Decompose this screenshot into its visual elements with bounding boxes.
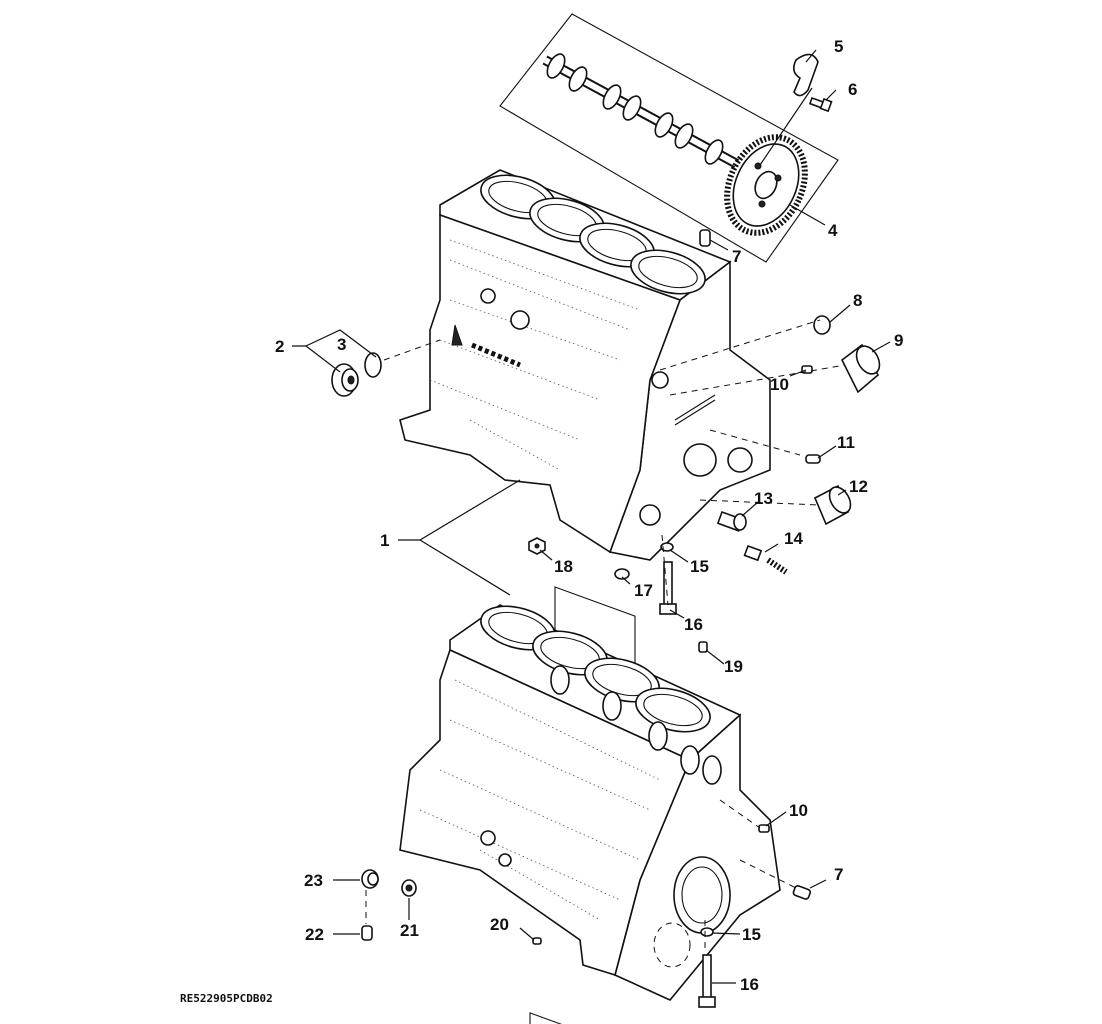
callout-4: 4 (828, 221, 838, 240)
fitting-14 (743, 544, 788, 575)
callout-8: 8 (853, 291, 862, 310)
callout-15-lower: 15 (742, 925, 761, 944)
plug-23 (361, 869, 379, 889)
cap-screw-6 (808, 96, 833, 113)
pin-11 (805, 454, 821, 464)
callout-15-upper: 15 (690, 557, 709, 576)
callout-7-lower: 7 (834, 865, 843, 884)
callout-6: 6 (848, 80, 857, 99)
callout-3: 3 (337, 335, 346, 354)
callout-1: 1 (380, 531, 389, 550)
washer-15-upper (660, 542, 674, 552)
callout-21: 21 (400, 921, 419, 940)
bolt-16-upper (659, 561, 677, 615)
bolt-16-lower (698, 954, 716, 1008)
nut-21 (401, 879, 417, 897)
callout-22: 22 (305, 925, 324, 944)
plug-20 (532, 937, 542, 945)
bushing-9 (840, 343, 881, 394)
bushing-12 (813, 484, 852, 526)
cam-gear (724, 134, 808, 236)
callout-12: 12 (849, 477, 868, 496)
callout-16-lower: 16 (740, 975, 759, 994)
callout-9: 9 (894, 331, 903, 350)
pin-10-upper (801, 365, 813, 374)
nut-18 (528, 537, 546, 555)
ring-8 (813, 315, 831, 335)
callout-23: 23 (304, 871, 323, 890)
callout-10-lower: 10 (789, 801, 808, 820)
callout-labels: 1 2 3 4 5 6 7 7 8 9 10 10 11 12 13 14 15… (275, 37, 903, 994)
dowel-pin-top (699, 229, 711, 247)
dowel-pin-lower (792, 885, 811, 900)
o-ring-3 (364, 352, 382, 378)
camshaft-assembly (499, 13, 839, 263)
washer-15-lower (700, 927, 714, 937)
pin-10-lower (758, 824, 770, 833)
callout-10-upper: 10 (770, 375, 789, 394)
callout-11: 11 (837, 433, 855, 452)
callout-20: 20 (490, 915, 509, 934)
callout-14: 14 (784, 529, 803, 548)
engine-block-upper (399, 169, 771, 687)
callout-19: 19 (724, 657, 743, 676)
plug-2 (331, 363, 359, 397)
engine-block-lower (399, 604, 781, 1024)
fitting-13 (716, 510, 747, 532)
thrust-plate (792, 53, 819, 97)
callout-5: 5 (834, 37, 843, 56)
callout-18: 18 (554, 557, 573, 576)
leader-lines (292, 49, 891, 984)
washer-17 (614, 568, 630, 580)
callout-17: 17 (634, 581, 653, 600)
camshaft-lobes (546, 53, 724, 165)
camshaft-panel-frame (499, 13, 839, 263)
callout-7-upper: 7 (732, 247, 741, 266)
callout-2: 2 (275, 337, 284, 356)
plug-19 (698, 641, 708, 653)
callout-16-upper: 16 (684, 615, 703, 634)
plug-22 (361, 925, 373, 941)
callout-13: 13 (754, 489, 773, 508)
reference-code: RE522905PCDB02 (180, 992, 273, 1005)
